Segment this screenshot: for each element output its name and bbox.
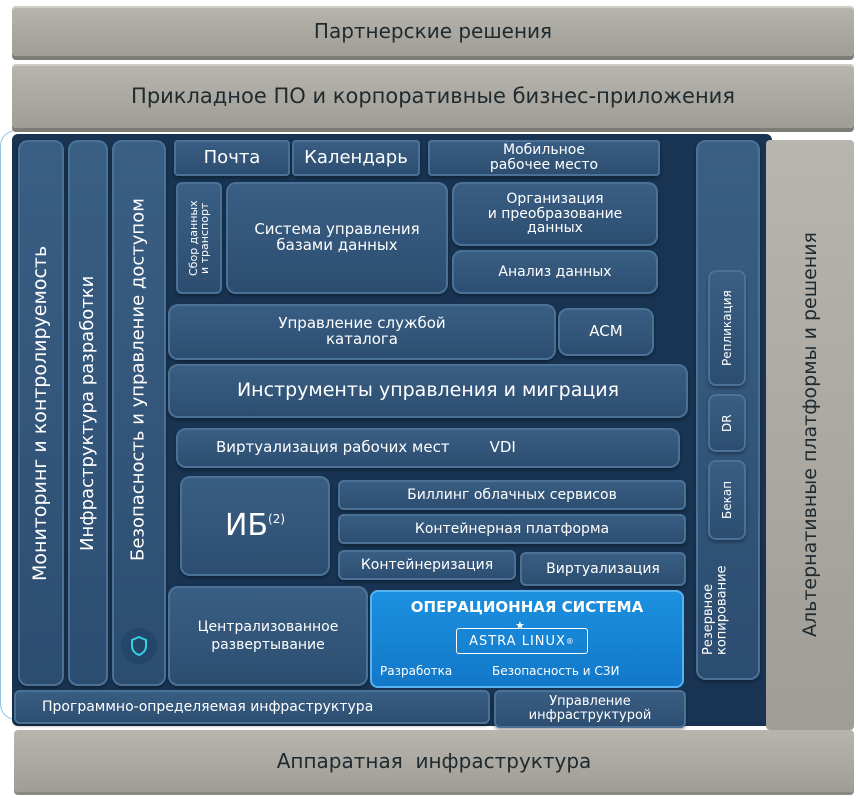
ib-superscript: (2) [268,511,286,526]
replication-block: Репликация [708,270,746,386]
alternative-platforms-label: Альтернативные платформы и решения [799,232,821,638]
dr-block: DR [708,394,746,452]
vdi-text-label: Виртуализация рабочих мест [216,438,450,457]
billing-block: Биллинг облачных сервисов [338,480,686,510]
vdi-label: VDI [489,438,516,457]
tools-label: Инструменты управления и миграция [236,379,620,402]
acm-label: ACM [589,322,623,341]
hardware-label: Аппаратная инфраструктура [276,749,592,773]
sdi-block: Программно-определяемая инфраструктура [14,690,490,724]
backup-small-label: Бекап [719,480,734,520]
backup-small-block: Бекап [708,460,746,540]
catalog-label: Управление службой каталога [278,314,446,348]
analytics-block: Анализ данных [452,250,658,294]
data-org-label: Организация и преобразование данных [487,190,623,237]
analytics-label: Анализ данных [498,263,612,280]
data-org-block: Организация и преобразование данных [452,182,658,246]
os-dev-label: Разработка [380,664,453,678]
astra-logo-mark: ® [565,636,575,646]
replication-label: Репликация [719,290,734,366]
billing-label: Биллинг облачных сервисов [407,486,617,503]
containerization-block: Контейнеризация [338,550,516,580]
centralized-block: Централизованное развертывание [168,586,368,686]
monitoring-label: Мониторинг и контролируемость [29,245,52,581]
alternative-platforms-column: Альтернативные платформы и решения [766,140,854,730]
mail-block: Почта [174,140,290,176]
infra-mgmt-block: Управление инфраструктурой [494,690,686,728]
catalog-block: Управление службой каталога [168,304,556,360]
calendar-block: Календарь [292,140,420,176]
dbms-block: Система управления базами данных [226,182,448,294]
star-icon: ★ [515,619,526,632]
backup-label-area: Резервное копирование [701,545,752,675]
tools-block: Инструменты управления и миграция [168,364,688,418]
hardware-layer: Аппаратная инфраструктура [14,730,854,792]
vdi-block: Виртуализация рабочих мест VDI [176,428,680,468]
infra-mgmt-label: Управление инфраструктурой [528,694,652,723]
dr-label: DR [719,414,734,432]
container-platform-label: Контейнерная платформа [414,520,610,537]
calendar-label: Календарь [304,146,408,168]
data-transport-block: Сбор данных и транспорт [176,182,222,294]
ib-label: ИБ [224,508,269,544]
astra-logo: ★ ASTRA LINUX ® [456,619,588,654]
os-block: ОПЕРАЦИОННАЯ СИСТЕМА ★ ASTRA LINUX ® Раз… [370,590,684,688]
dev-infra-label: Инфраструктура разработки [76,275,98,551]
dbms-label: Система управления базами данных [254,220,420,254]
ib-block: ИБ (2) [180,476,330,576]
security-label: Безопасность и управление доступом [127,198,149,562]
mobile-label: Мобильное рабочее место [489,142,599,173]
acm-block: ACM [558,308,654,356]
centralized-label: Централизованное развертывание [197,618,339,653]
partner-solutions-layer: Партнерские решения [12,6,854,56]
os-title: ОПЕРАЦИОННАЯ СИСТЕМА [410,598,644,616]
backup-label: Резервное копирование [701,565,730,655]
astra-logo-text: ASTRA LINUX [469,633,566,649]
security-column: Безопасность и управление доступом [112,140,166,686]
monitoring-column: Мониторинг и контролируемость [18,140,64,686]
container-platform-block: Контейнерная платформа [338,514,686,544]
mail-label: Почта [203,146,261,168]
shield-icon [121,628,157,664]
applied-software-layer: Прикладное ПО и корпоративные бизнес-при… [12,64,854,128]
dev-infra-column: Инфраструктура разработки [68,140,108,686]
applied-software-label: Прикладное ПО и корпоративные бизнес-при… [131,84,735,108]
virtualization-label: Виртуализация [546,560,660,577]
partner-solutions-label: Партнерские решения [313,19,553,43]
containerization-label: Контейнеризация [360,556,494,573]
virtualization-block: Виртуализация [520,552,686,586]
data-transport-label: Сбор данных и транспорт [187,200,211,276]
sdi-label: Программно-определяемая инфраструктура [42,698,374,715]
mobile-block: Мобильное рабочее место [428,140,660,176]
os-security-label: Безопасность и СЗИ [492,664,620,678]
